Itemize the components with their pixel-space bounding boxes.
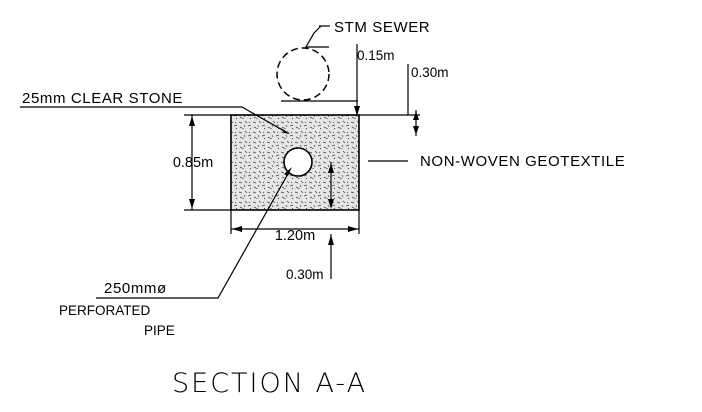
offset-dim-label: 0.30m — [411, 65, 449, 80]
bedding-dim-label: 0.30m — [286, 267, 324, 282]
pipe-size-label: 250mmø — [104, 280, 167, 297]
clear-stone-leader — [20, 106, 287, 133]
pipe-leader — [96, 171, 290, 299]
stm-sewer-leader — [304, 25, 330, 48]
storm-sewer — [276, 47, 358, 102]
pipe-label-line2: PIPE — [144, 323, 175, 338]
pipe-label-line1: PERFORATED — [59, 303, 151, 318]
geotextile-label: NON-WOVEN GEOTEXTILE — [420, 153, 625, 170]
width-dim-label: 1.20m — [275, 228, 315, 244]
depth-dim-label: 0.85m — [173, 155, 213, 171]
cover-dim-label: 0.15m — [357, 48, 395, 63]
clear-stone-label: 25mm CLEAR STONE — [22, 90, 183, 107]
stm-sewer-label: STM SEWER — [334, 19, 430, 36]
section-title: SECTION A-A — [172, 368, 367, 399]
